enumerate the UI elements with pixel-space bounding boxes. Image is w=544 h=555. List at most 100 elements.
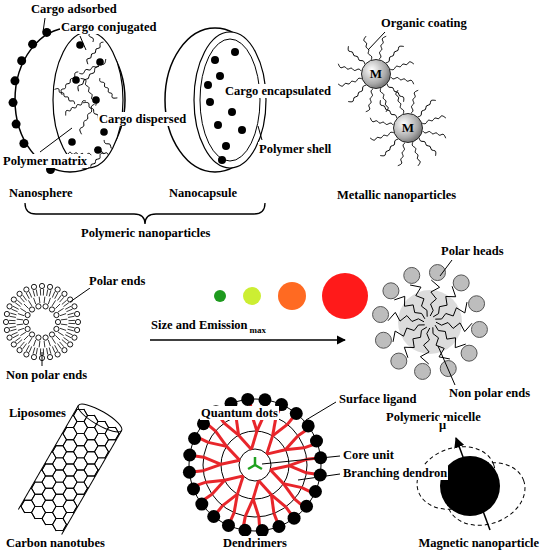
- bracket: [25, 203, 265, 224]
- drawing-stroke: [150, 339, 345, 340]
- drawing-stroke: [26, 293, 29, 299]
- carbon-nanotube: [0, 373, 163, 555]
- drawing-stroke: [298, 474, 340, 480]
- part-label: Liposomes: [8, 406, 67, 420]
- drawing-stroke: [61, 534, 78, 535]
- drawing-stroke: [49, 332, 54, 337]
- drawing-stroke: [36, 304, 41, 309]
- drawing-stroke: [24, 287, 29, 292]
- drawing-stroke: [243, 287, 261, 305]
- drawing-stroke: [61, 522, 78, 535]
- drawing-stroke: [203, 464, 221, 470]
- drawing-stroke: [40, 348, 41, 354]
- drawing-stroke: [24, 352, 29, 357]
- drawing-stroke: [231, 48, 239, 56]
- drawing-stroke: [3, 319, 8, 324]
- drawing-stroke: [40, 128, 72, 152]
- drawing-stroke: [4, 311, 9, 316]
- drawing-stroke: [19, 437, 37, 455]
- drawing-stroke: [51, 431, 68, 449]
- drawing-stroke: [17, 56, 26, 65]
- drawing-stroke: [10, 327, 16, 328]
- drawing-stroke: [68, 342, 73, 347]
- drawing-stroke: [430, 280, 439, 316]
- drawing-stroke: [66, 332, 72, 335]
- drawing-stroke: [60, 328, 66, 330]
- drawing-stroke: [380, 88, 388, 112]
- drawing-stroke: [18, 479, 26, 497]
- drawing-stroke: [19, 461, 36, 479]
- drawing-stroke: [31, 354, 36, 359]
- drawing-stroke: [370, 132, 394, 140]
- drawing-stroke: [62, 300, 67, 304]
- drawing-stroke: [58, 332, 64, 335]
- drawing-stroke: [93, 515, 111, 533]
- drawing-stroke: [25, 312, 30, 317]
- drawing-stroke: [251, 431, 256, 449]
- part-label: Dendrimers: [222, 536, 288, 550]
- drawing-stroke: [82, 497, 99, 515]
- drawing-stroke: [348, 46, 365, 64]
- drawing-stroke: [18, 515, 26, 533]
- drawing-stroke: [386, 46, 404, 63]
- drawing-stroke: [29, 292, 32, 298]
- drawing-stroke: [36, 348, 37, 354]
- drawing-stroke: [93, 479, 110, 497]
- drawing-stroke: [47, 290, 48, 296]
- drawing-stroke: [10, 313, 16, 315]
- drawing-stroke: [200, 39, 260, 161]
- drawing-stroke: [227, 446, 240, 460]
- drawing-stroke: [435, 325, 466, 348]
- drawing-stroke: [29, 307, 34, 312]
- drawing-stroke: [20, 342, 24, 347]
- drawing-stroke: [30, 467, 47, 485]
- drawing-stroke: [18, 406, 78, 510]
- drawing-stroke: [216, 431, 227, 446]
- drawing-stroke: [258, 393, 271, 406]
- drawing-stroke: [70, 288, 90, 302]
- drawing-stroke: [103, 461, 120, 479]
- drawing-stroke: [204, 457, 221, 464]
- drawing-stroke: [43, 289, 44, 295]
- drawing-stroke: [72, 515, 89, 533]
- drawing-stroke: [411, 90, 418, 113]
- drawing-stroke: [19, 139, 28, 148]
- drawing-stroke: [64, 337, 69, 341]
- drawing-stroke: [17, 340, 22, 344]
- drawing-stroke: [418, 100, 436, 117]
- drawing-stroke: [253, 481, 258, 499]
- drawing-stroke: [103, 473, 120, 491]
- drawing-stroke: [57, 344, 61, 349]
- drawing-stroke: [12, 120, 21, 129]
- drawing-stroke: [96, 58, 104, 66]
- drawing-stroke: [10, 316, 16, 317]
- drawing-stroke: [55, 293, 58, 299]
- drawing-stroke: [18, 314, 24, 316]
- drawing-stroke: [33, 290, 35, 296]
- drawing-stroke: [228, 108, 236, 116]
- part-label: μ: [438, 418, 447, 432]
- drawing-stroke: [420, 328, 429, 364]
- drawing-stroke: [20, 297, 24, 302]
- drawing-stroke: [398, 143, 405, 166]
- drawing-stroke: [302, 419, 315, 432]
- drawing-stroke: [68, 329, 74, 331]
- drawing-stroke: [7, 304, 12, 309]
- drawing-stroke: [68, 327, 74, 328]
- drawing-stroke: [25, 326, 30, 331]
- drawing-stroke: [390, 62, 414, 70]
- drawing-stroke: [17, 300, 22, 304]
- drawing-stroke: [43, 348, 44, 354]
- drawing-stroke: [188, 432, 201, 445]
- drawing-stroke: [165, 28, 265, 172]
- drawing-stroke: [60, 297, 64, 302]
- drawing-stroke: [20, 308, 26, 311]
- drawing-stroke: [438, 452, 534, 536]
- drawing-stroke: [30, 443, 47, 461]
- drawing-stroke: [55, 335, 60, 340]
- part-label: Cargo dispersed: [98, 112, 187, 126]
- drawing-stroke: [79, 59, 105, 74]
- drawing-stroke: [453, 275, 469, 291]
- drawing-stroke: [52, 292, 55, 298]
